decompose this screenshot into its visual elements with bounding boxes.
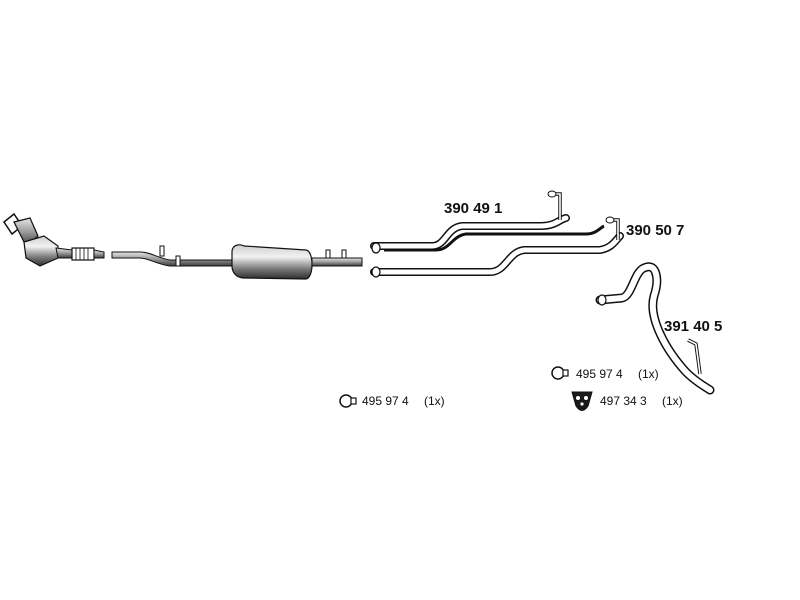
accessory-qty: (1x) [424, 394, 445, 408]
rear-pipe-upper [370, 192, 605, 254]
part-number-label: 391 40 5 [664, 318, 722, 335]
accessory-number: 495 97 4 [576, 367, 623, 381]
part-number-label: 390 50 7 [626, 222, 684, 239]
clamp-icon [551, 366, 569, 380]
rear-pipe-lower [370, 190, 624, 278]
clamp-icon [339, 394, 357, 408]
catalytic-converter-assembly [2, 212, 75, 267]
rubber-mount-icon [571, 391, 593, 411]
accessory-qty: (1x) [662, 394, 683, 408]
flex-pipe-connector [71, 247, 105, 261]
center-pipe-with-muffler [111, 244, 363, 280]
part-number-label: 390 49 1 [444, 200, 502, 217]
accessory-qty: (1x) [638, 367, 659, 381]
accessory-number: 497 34 3 [600, 394, 647, 408]
tailpipe-bend [595, 262, 715, 395]
accessory-number: 495 97 4 [362, 394, 409, 408]
